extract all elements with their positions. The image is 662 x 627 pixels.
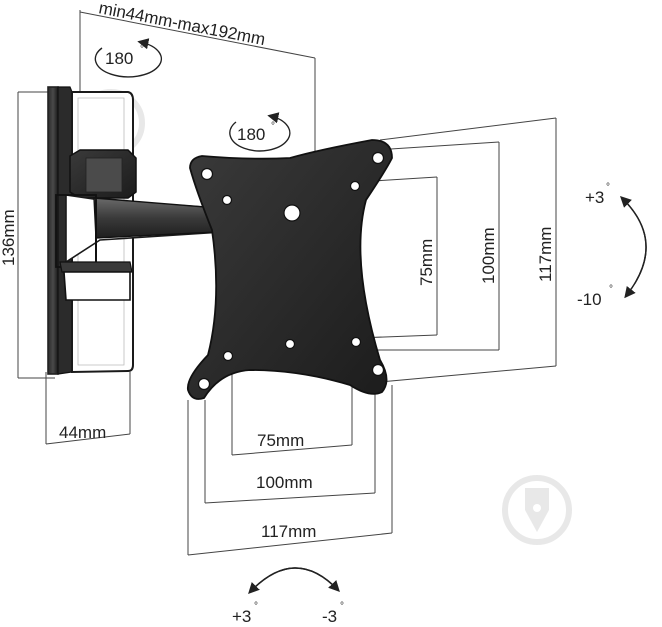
tilt-down-degree: ° <box>609 284 613 295</box>
tilt-up-label: +3 <box>585 188 604 207</box>
swivel-wall-degree: ° <box>140 44 144 55</box>
vesa-plate <box>186 139 393 400</box>
hinge-block-upper <box>69 149 137 199</box>
wall-plate-height-label: 136mm <box>0 209 18 266</box>
watermark-logo-bottom <box>502 475 572 545</box>
swing-arm <box>55 194 223 301</box>
swivel-plate-degree: ° <box>271 121 275 132</box>
vesa-100-horizontal-label: 100mm <box>256 473 313 492</box>
rotation-arrow-icon <box>94 38 647 595</box>
rotate-left-degree: ° <box>254 601 258 612</box>
swivel-plate-label: 180 <box>237 125 265 144</box>
vesa-117-vertical-label: 117mm <box>536 227 555 282</box>
tilt-down-label: -10 <box>577 290 602 309</box>
rotate-left-label: +3 <box>232 607 251 626</box>
tilt-up-degree: ° <box>606 182 610 193</box>
rotate-right-degree: ° <box>340 601 344 612</box>
wall-plate-width-label: 44mm <box>59 423 106 442</box>
arm-extension-label: min44mm-max192mm <box>97 0 267 49</box>
vesa-75-vertical-label: 75mm <box>417 239 436 286</box>
vesa-100-vertical-label: 100mm <box>479 227 498 284</box>
vesa-117-horizontal-label: 117mm <box>261 522 316 541</box>
rotate-right-label: -3 <box>322 607 337 626</box>
vesa-75-horizontal-label: 75mm <box>257 431 304 450</box>
dimension-lines <box>17 10 557 556</box>
swivel-wall-label: 180 <box>105 49 133 68</box>
